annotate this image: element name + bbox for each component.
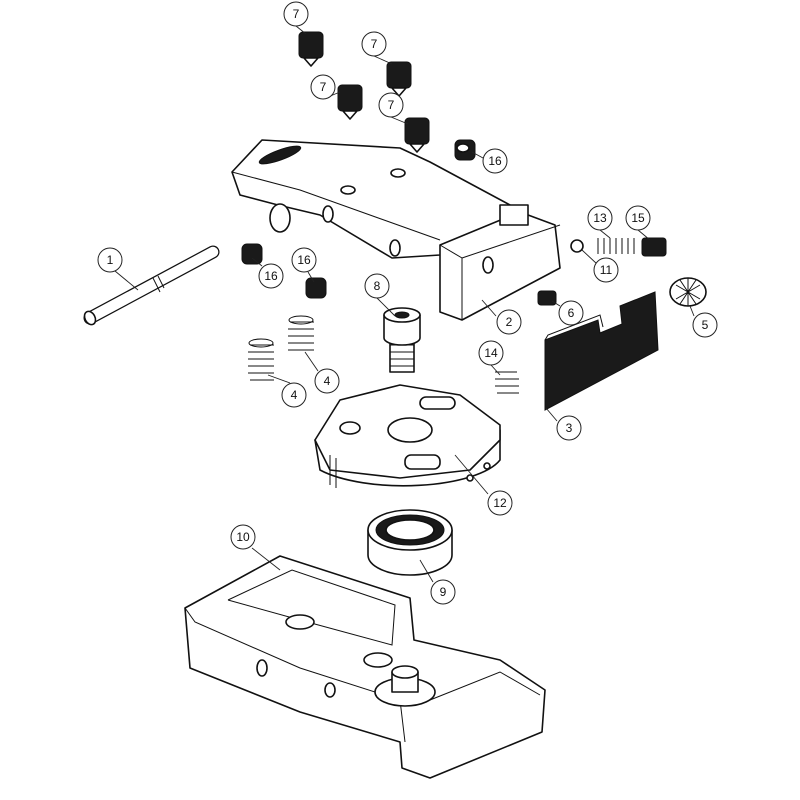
svg-text:14: 14 bbox=[484, 346, 498, 360]
callout-8: 8 bbox=[364, 273, 390, 299]
callout-16: 16 bbox=[258, 263, 284, 289]
part-7-set-screw bbox=[298, 31, 324, 67]
part-7-set-screw bbox=[386, 61, 412, 97]
svg-text:2: 2 bbox=[506, 315, 513, 329]
svg-text:15: 15 bbox=[631, 211, 645, 225]
svg-text:8: 8 bbox=[374, 279, 381, 293]
callout-15: 15 bbox=[625, 205, 651, 231]
logo-mark bbox=[258, 145, 302, 165]
callout-11: 11 bbox=[593, 257, 619, 283]
callout-16: 16 bbox=[482, 148, 508, 174]
part-8-cap-screw bbox=[383, 307, 421, 373]
part-16-set-screw bbox=[241, 243, 263, 265]
svg-text:16: 16 bbox=[488, 154, 502, 168]
part-7-set-screw bbox=[337, 84, 363, 120]
callout-2: 2 bbox=[496, 309, 522, 335]
part-4-spring-a bbox=[248, 338, 274, 381]
part-1-pin bbox=[83, 245, 220, 326]
callout-14: 14 bbox=[478, 340, 504, 366]
svg-text:16: 16 bbox=[264, 269, 278, 283]
callout-7: 7 bbox=[283, 1, 309, 27]
svg-text:16: 16 bbox=[297, 253, 311, 267]
svg-text:4: 4 bbox=[291, 388, 298, 402]
callout-9: 9 bbox=[430, 579, 456, 605]
svg-text:5: 5 bbox=[702, 318, 709, 332]
callout-7: 7 bbox=[361, 31, 387, 57]
part-13-spring bbox=[597, 238, 635, 254]
svg-text:11: 11 bbox=[600, 263, 613, 277]
part-15-spring bbox=[641, 237, 667, 257]
callout-7: 7 bbox=[310, 74, 336, 100]
part-9-bearing bbox=[367, 509, 453, 576]
callout-13: 13 bbox=[587, 205, 613, 231]
leader-lines bbox=[114, 25, 695, 583]
callout-1: 1 bbox=[97, 247, 123, 273]
part-16-set-screw bbox=[305, 277, 327, 299]
callout-12: 12 bbox=[487, 490, 513, 516]
callout-3: 3 bbox=[556, 415, 582, 441]
callout-6: 6 bbox=[558, 300, 584, 326]
part-4-spring-b bbox=[288, 315, 314, 351]
svg-text:13: 13 bbox=[593, 211, 607, 225]
part-10-base bbox=[184, 555, 546, 779]
svg-text:7: 7 bbox=[388, 98, 395, 112]
svg-text:3: 3 bbox=[566, 421, 573, 435]
callout-5: 5 bbox=[692, 312, 718, 338]
svg-text:7: 7 bbox=[293, 7, 300, 21]
svg-text:7: 7 bbox=[371, 37, 378, 51]
callout-10: 10 bbox=[230, 524, 256, 550]
part-16-set-screw bbox=[454, 139, 476, 161]
callout-16: 16 bbox=[291, 247, 317, 273]
svg-text:10: 10 bbox=[236, 530, 250, 544]
svg-text:12: 12 bbox=[493, 496, 507, 510]
svg-text:6: 6 bbox=[568, 306, 575, 320]
callout-4: 4 bbox=[281, 382, 307, 408]
part-7-set-screw bbox=[404, 117, 430, 153]
svg-text:1: 1 bbox=[107, 253, 114, 267]
svg-text:9: 9 bbox=[440, 585, 447, 599]
part-2-body bbox=[231, 139, 561, 321]
svg-text:4: 4 bbox=[324, 374, 331, 388]
part-6-nut bbox=[537, 290, 557, 306]
callout-4: 4 bbox=[314, 368, 340, 394]
callout-7: 7 bbox=[378, 92, 404, 118]
part-5-knob bbox=[669, 277, 707, 307]
svg-text:7: 7 bbox=[320, 80, 327, 94]
part-14-spring bbox=[495, 371, 519, 394]
part-12-disk bbox=[314, 384, 501, 488]
part-11-ball bbox=[570, 239, 584, 253]
